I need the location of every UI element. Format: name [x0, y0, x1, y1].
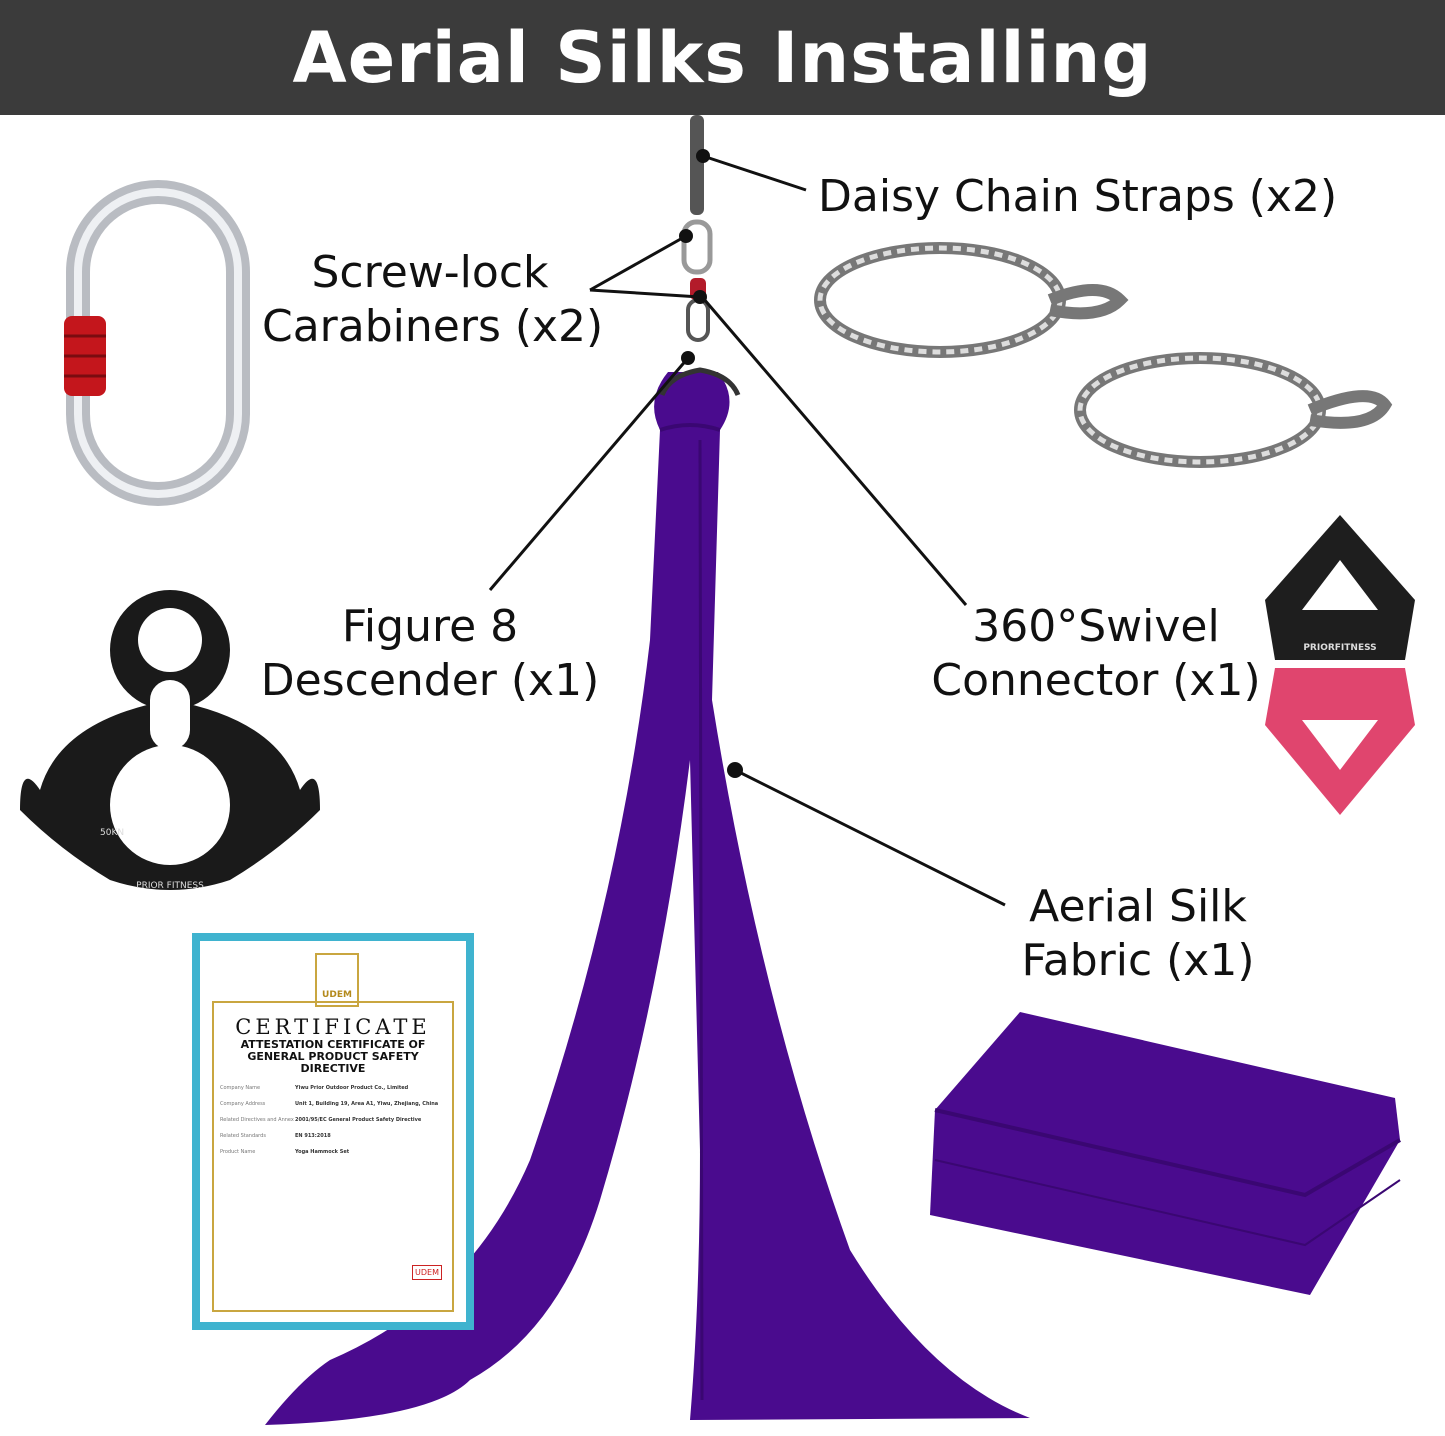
aerial-silk-fabric — [265, 372, 1030, 1425]
figure8-small — [659, 367, 741, 397]
top-strap — [690, 115, 704, 215]
title-banner: Aerial Silks Installing — [0, 0, 1445, 115]
certificate: UDEM CERTIFICATE ATTESTATION CERTIFICATE… — [192, 933, 474, 1330]
label-swivel-line1: 360°Swivel — [972, 601, 1220, 652]
certificate-heading: CERTIFICATE — [235, 1015, 431, 1039]
certificate-logo: UDEM — [315, 953, 359, 1007]
carabiner-small-1 — [681, 219, 713, 275]
certificate-subtitle-1: ATTESTATION CERTIFICATE OF — [240, 1038, 426, 1051]
certificate-subtitle-2: GENERAL PRODUCT SAFETY DIRECTIVE — [247, 1050, 419, 1075]
figure8-rating: 50KN — [100, 828, 124, 838]
label-figure8-line2: Descender (x1) — [260, 655, 600, 706]
label-carabiners-line2: Carabiners (x2) — [262, 301, 604, 352]
swivel-connector-icon: PRIORFITNESS — [1265, 515, 1415, 815]
carabiner-icon — [64, 180, 250, 506]
figure8-brand: PRIOR FITNESS — [136, 881, 204, 891]
swivel-brand: PRIORFITNESS — [1303, 643, 1376, 653]
leader-lines — [488, 154, 1006, 907]
figure8-descender-icon: PRIOR FITNESS 50KN — [20, 590, 320, 891]
label-swivel-line2: Connector (x1) — [931, 655, 1261, 706]
label-carabiners-line1: Screw-lock — [311, 247, 549, 298]
label-silk-line1: Aerial Silk — [1029, 881, 1247, 932]
label-figure8-line1: Figure 8 — [341, 601, 519, 652]
label-figure8: Figure 8 Descender (x1) — [260, 600, 600, 708]
folded-fabric-icon — [930, 1012, 1402, 1295]
page-title: Aerial Silks Installing — [292, 16, 1153, 99]
certificate-stamp: UDEM — [412, 1265, 442, 1280]
label-swivel: 360°Swivel Connector (x1) — [928, 600, 1264, 708]
label-daisy-chain: Daisy Chain Straps (x2) — [818, 171, 1338, 222]
label-silk-line2: Fabric (x1) — [1021, 935, 1255, 986]
carabiner-small-2 — [686, 298, 710, 342]
daisy-chain-icon — [814, 242, 1393, 468]
label-carabiners: Screw-lock Carabiners (x2) — [262, 246, 604, 354]
label-silk: Aerial Silk Fabric (x1) — [1010, 880, 1266, 988]
